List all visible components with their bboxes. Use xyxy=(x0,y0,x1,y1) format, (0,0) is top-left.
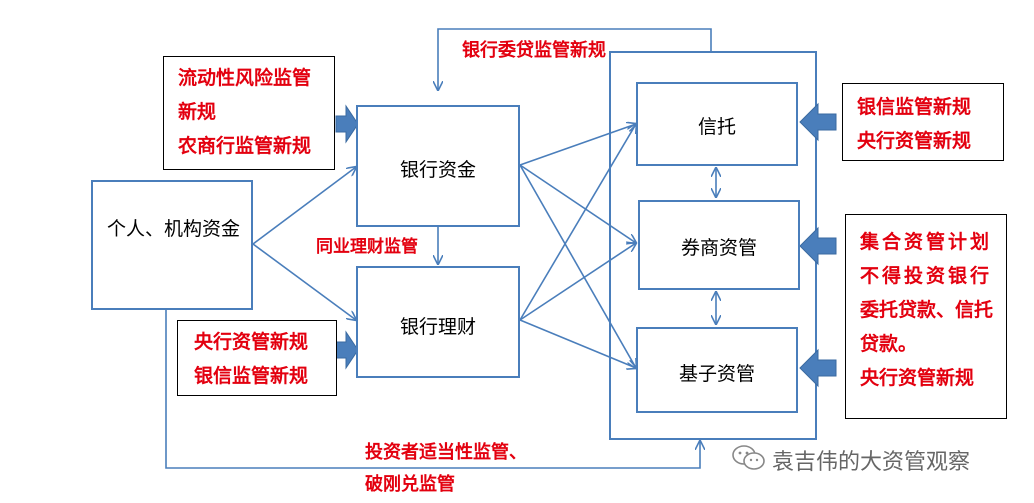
edge-bf-fund xyxy=(519,164,636,368)
note-right-trust-line-1: 银信监管新规 xyxy=(857,96,972,118)
block-arrow-top-left xyxy=(335,104,359,144)
note-right-trust-line-2: 央行资管新规 xyxy=(857,130,972,152)
watermark-text: 袁吉伟的大资管观察 xyxy=(772,450,971,475)
edge-bf-broker xyxy=(519,164,636,243)
label-bottom-loop-2: 破刚兑监管 xyxy=(365,474,455,495)
note-top-left-line-3: 农商行监管新规 xyxy=(178,135,312,157)
label-interbank: 同业理财监管 xyxy=(316,237,418,257)
node-source: 个人、机构资金 xyxy=(91,180,253,310)
block-arrow-bottom-left xyxy=(335,330,359,370)
note-bottom-left-line-1: 央行资管新规 xyxy=(194,331,309,353)
node-bank-funds: 银行资金 xyxy=(356,105,520,227)
node-trust: 信托 xyxy=(636,82,798,166)
note-right-broker-line-2: 不得投资银行 xyxy=(860,265,993,287)
note-top-left: 流动性风险监管 新规 农商行监管新规 xyxy=(163,56,335,170)
edge-top-loop xyxy=(438,28,712,90)
node-trust-label: 信托 xyxy=(697,116,736,138)
edge-wm-fund xyxy=(519,319,636,368)
edge-bf-trust xyxy=(519,124,636,166)
note-right-broker-line-5: 央行资管新规 xyxy=(860,367,975,389)
node-broker-am-label: 券商资管 xyxy=(680,237,757,259)
note-right-broker: 集合资管计划 不得投资银行 委托贷款、信托 贷款。 央行资管新规 xyxy=(845,214,1007,419)
note-right-broker-line-1: 集合资管计划 xyxy=(860,231,993,253)
wechat-icon xyxy=(732,444,766,472)
edge-source-bankwm xyxy=(252,243,356,320)
note-right-broker-line-4: 贷款。 xyxy=(860,333,918,355)
node-bank-wm: 银行理财 xyxy=(356,266,520,378)
note-right-trust: 银信监管新规 央行资管新规 xyxy=(842,83,1004,161)
node-bank-wm-label: 银行理财 xyxy=(399,316,476,338)
edge-wm-trust xyxy=(519,124,636,321)
edge-wm-broker xyxy=(519,243,636,321)
node-fund-sub-am-label: 基子资管 xyxy=(678,363,755,385)
edge-bottom-loop xyxy=(165,310,700,469)
label-bottom-loop-1: 投资者适当性监管、 xyxy=(365,442,527,463)
block-arrow-right-broker xyxy=(799,226,837,266)
note-top-left-line-2: 新规 xyxy=(178,101,217,123)
node-bank-funds-label: 银行资金 xyxy=(399,159,476,181)
note-bottom-left: 央行资管新规 银信监管新规 xyxy=(177,320,337,396)
label-top-loop: 银行委贷监管新规 xyxy=(462,40,606,61)
node-fund-sub-am: 基子资管 xyxy=(636,327,798,413)
node-broker-am: 券商资管 xyxy=(638,200,800,290)
block-arrow-right-trust xyxy=(799,102,837,142)
note-top-left-line-1: 流动性风险监管 xyxy=(178,67,312,89)
block-arrow-right-fund xyxy=(799,348,837,388)
note-right-broker-line-3: 委托贷款、信托 xyxy=(860,299,994,321)
note-bottom-left-line-2: 银信监管新规 xyxy=(194,365,309,387)
node-source-label: 个人、机构资金 xyxy=(107,218,241,240)
edge-source-bankfunds xyxy=(252,167,356,245)
